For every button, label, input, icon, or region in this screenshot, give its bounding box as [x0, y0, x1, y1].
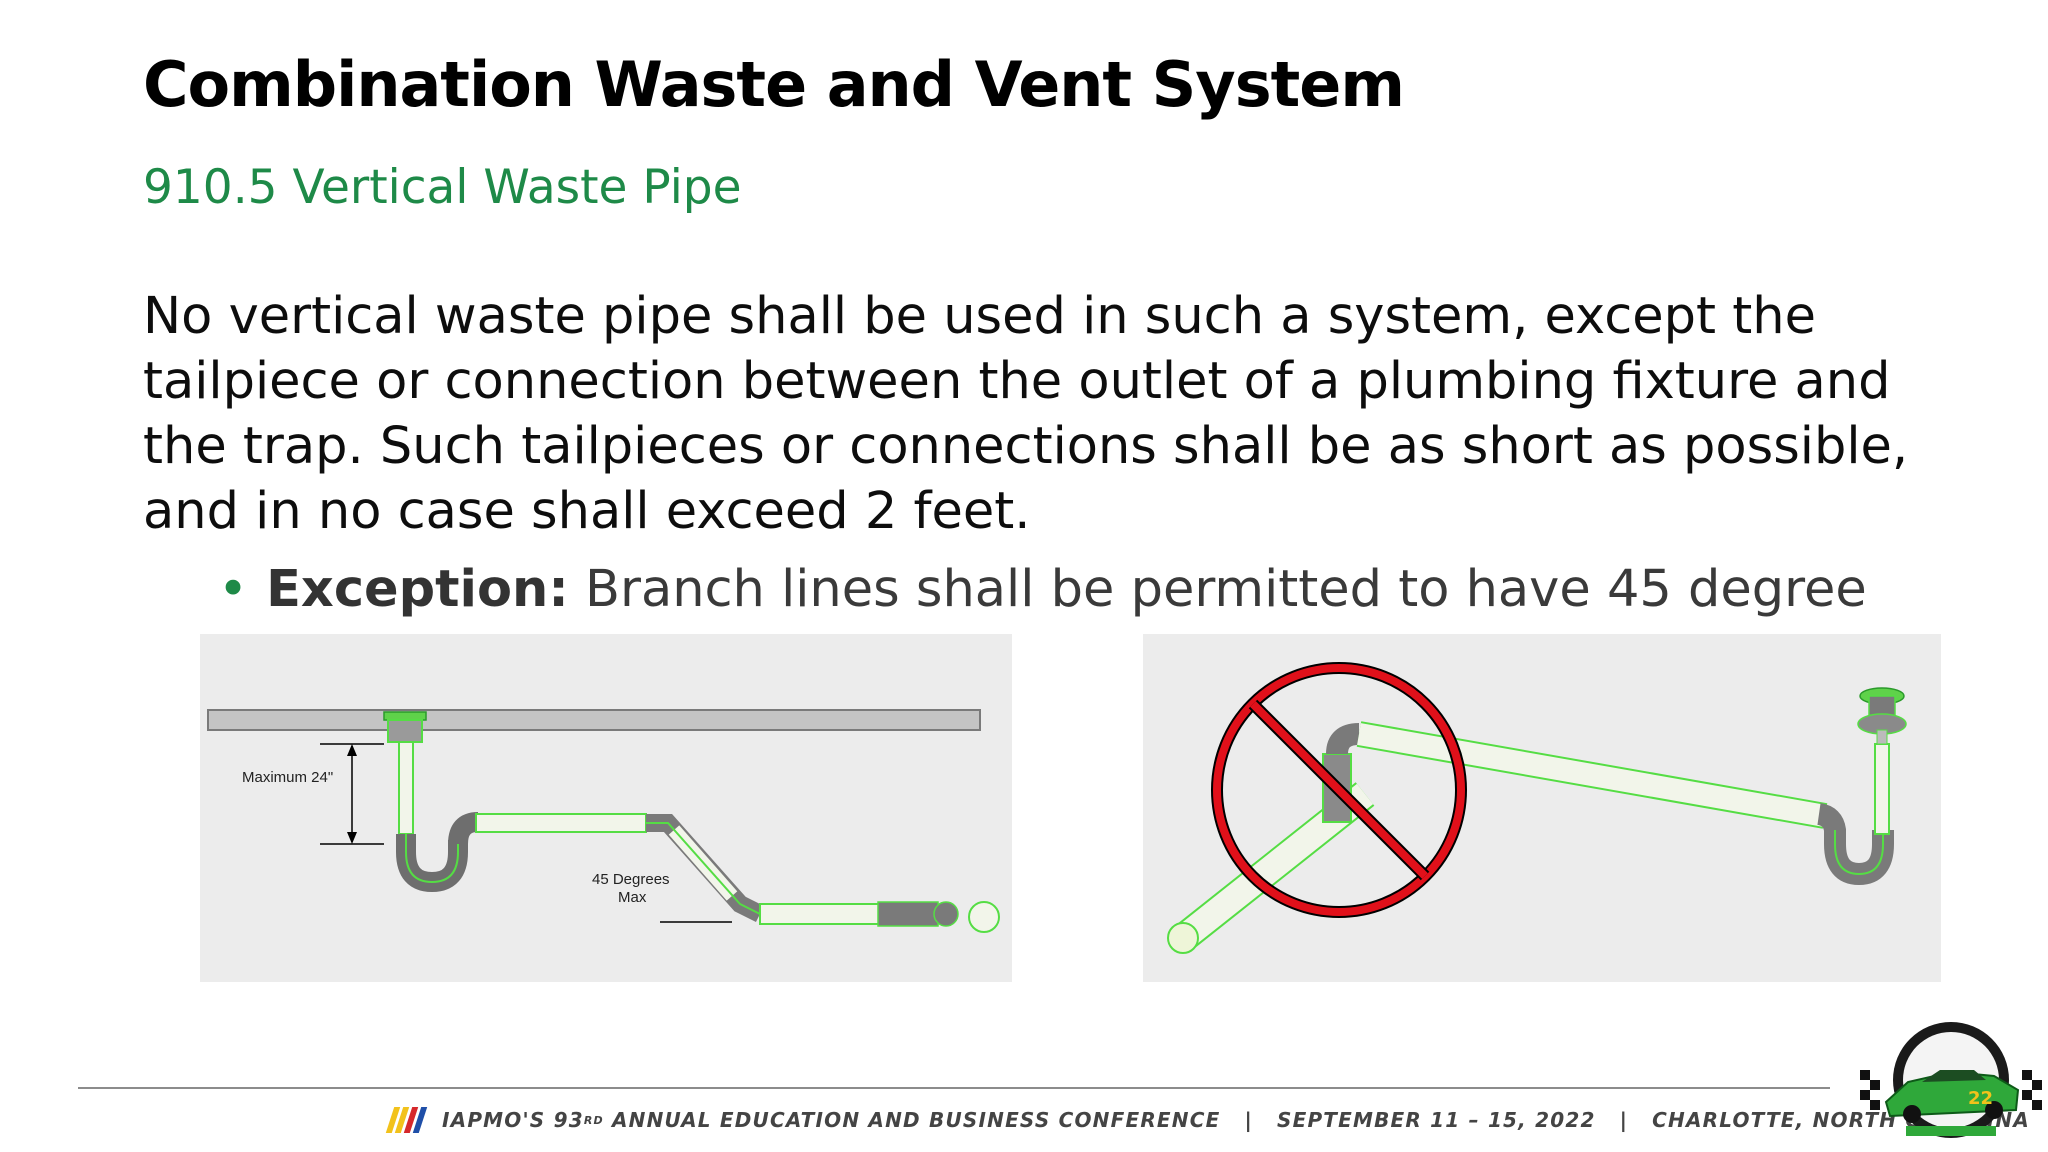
drain-flange-icon: [383, 711, 427, 721]
footer-separator: |: [1244, 1108, 1253, 1132]
slide-title: Combination Waste and Vent System: [143, 48, 1405, 121]
floor-slab: [207, 709, 981, 731]
tailpiece-pipe: [1874, 743, 1890, 835]
tailpiece-pipe: [398, 741, 414, 835]
trap-arm-pipe: [475, 813, 647, 833]
dimension-label: Maximum 24": [242, 769, 333, 786]
p-trap-icon: [1816, 803, 1894, 886]
footer-dates: SEPTEMBER 11 – 15, 2022: [1276, 1108, 1596, 1132]
angle-label-line1: 45 Degrees: [592, 871, 670, 888]
race-car-badge-icon: 22: [1856, 1018, 2046, 1152]
exception-label: Exception:: [266, 560, 569, 619]
angle-label-line2: Max: [618, 889, 647, 906]
horizontal-drain-pipe: [1357, 723, 1827, 827]
slide-subtitle: 910.5 Vertical Waste Pipe: [143, 160, 742, 215]
exception-text: Branch lines shall be permitted to have …: [584, 560, 1867, 619]
svg-text:22: 22: [1968, 1088, 1993, 1109]
drain-body-icon: [387, 719, 423, 743]
figure-prohibited-vertical: [1143, 634, 1941, 982]
footer-divider: [78, 1087, 1830, 1089]
stripes-icon: [385, 1107, 428, 1133]
pipe-end-icon: [1167, 922, 1199, 954]
body-paragraph: No vertical waste pipe shall be used in …: [143, 287, 1909, 541]
footer-event: ANNUAL EDUCATION AND BUSINESS CONFERENCE: [612, 1108, 1221, 1132]
exception-bullet: • Exception: Branch lines shall be permit…: [218, 560, 1867, 619]
figure-vertical-tailpiece: Maximum 24" 45 Degrees Max: [200, 634, 1012, 982]
bullet-dot-icon: •: [218, 560, 249, 619]
footer-ordinal: RD: [583, 1113, 604, 1127]
footer-separator: |: [1619, 1108, 1629, 1132]
no-sign-icon: [1211, 662, 1467, 918]
pipe-end-icon: [968, 901, 1000, 933]
footer-org: IAPMO'S 93: [442, 1108, 584, 1132]
